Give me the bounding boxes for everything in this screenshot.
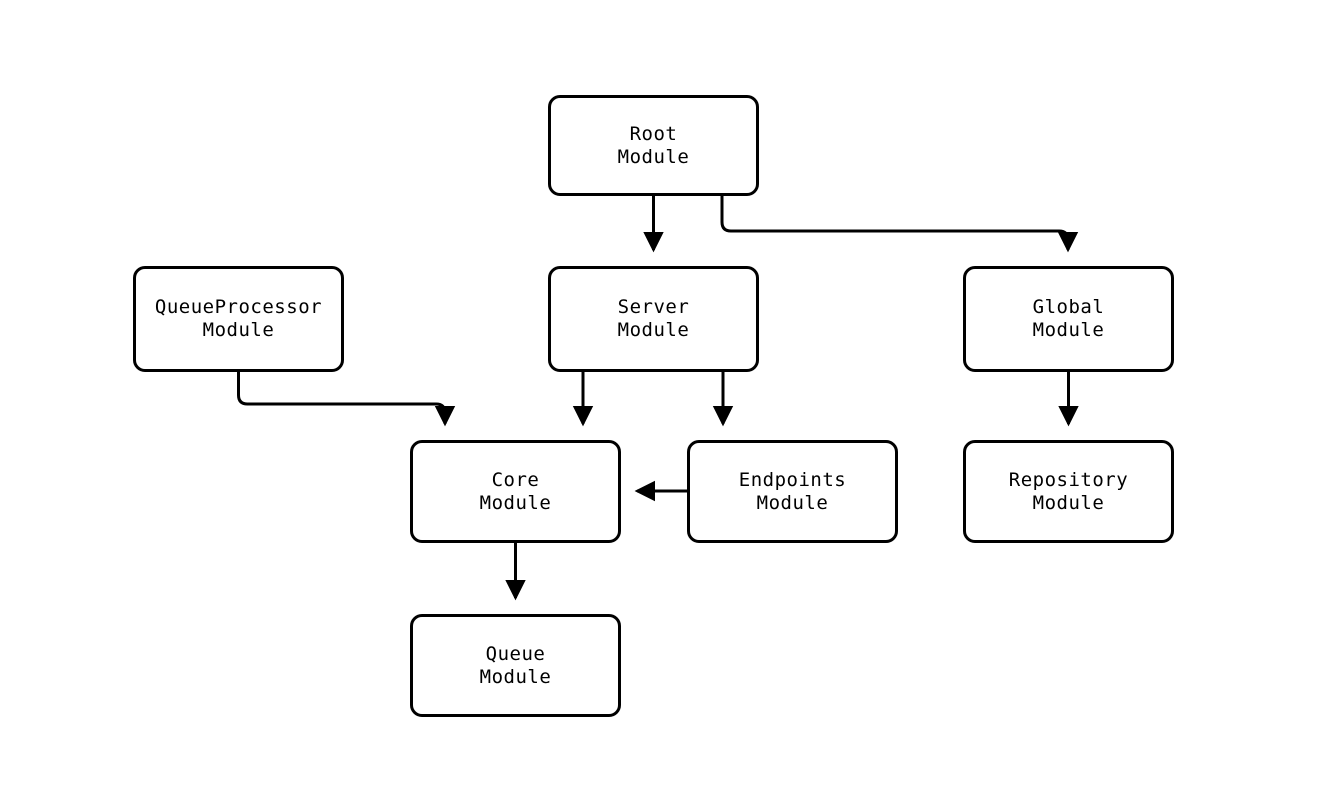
node-core-module-name: Core [491,468,540,491]
node-global-module-suffix: Module [1032,319,1105,341]
node-core-module[interactable]: Core Module [410,440,621,543]
node-queue-module-suffix: Module [479,665,552,688]
node-repository-module[interactable]: Repository Module [963,440,1174,543]
node-queue-module-name: Queue [485,642,546,665]
node-queueprocessor-module-suffix: Module [202,319,275,341]
node-endpoints-module[interactable]: Endpoints Module [687,440,898,543]
node-endpoints-module-name: Endpoints [738,468,847,491]
node-queueprocessor-module-name: QueueProcessor [154,296,323,318]
node-global-module-name: Global [1032,296,1105,318]
edge-queueprocessor-to-core [237,372,456,427]
node-endpoints-module-suffix: Module [756,491,829,514]
node-server-module[interactable]: Server Module [548,266,759,372]
node-global-module[interactable]: Global Module [963,266,1174,372]
node-server-module-name: Server [617,296,690,318]
node-server-module-suffix: Module [617,319,690,341]
node-repository-module-suffix: Module [1032,491,1105,514]
edge-root-to-global [720,196,1079,253]
node-queueprocessor-module[interactable]: QueueProcessor Module [133,266,344,372]
node-core-module-suffix: Module [479,491,552,514]
node-root-module-name: Root [629,122,678,145]
node-queue-module[interactable]: Queue Module [410,614,621,717]
node-repository-module-name: Repository [1008,468,1129,491]
node-root-module[interactable]: Root Module [548,95,759,196]
node-root-module-suffix: Module [617,145,690,168]
